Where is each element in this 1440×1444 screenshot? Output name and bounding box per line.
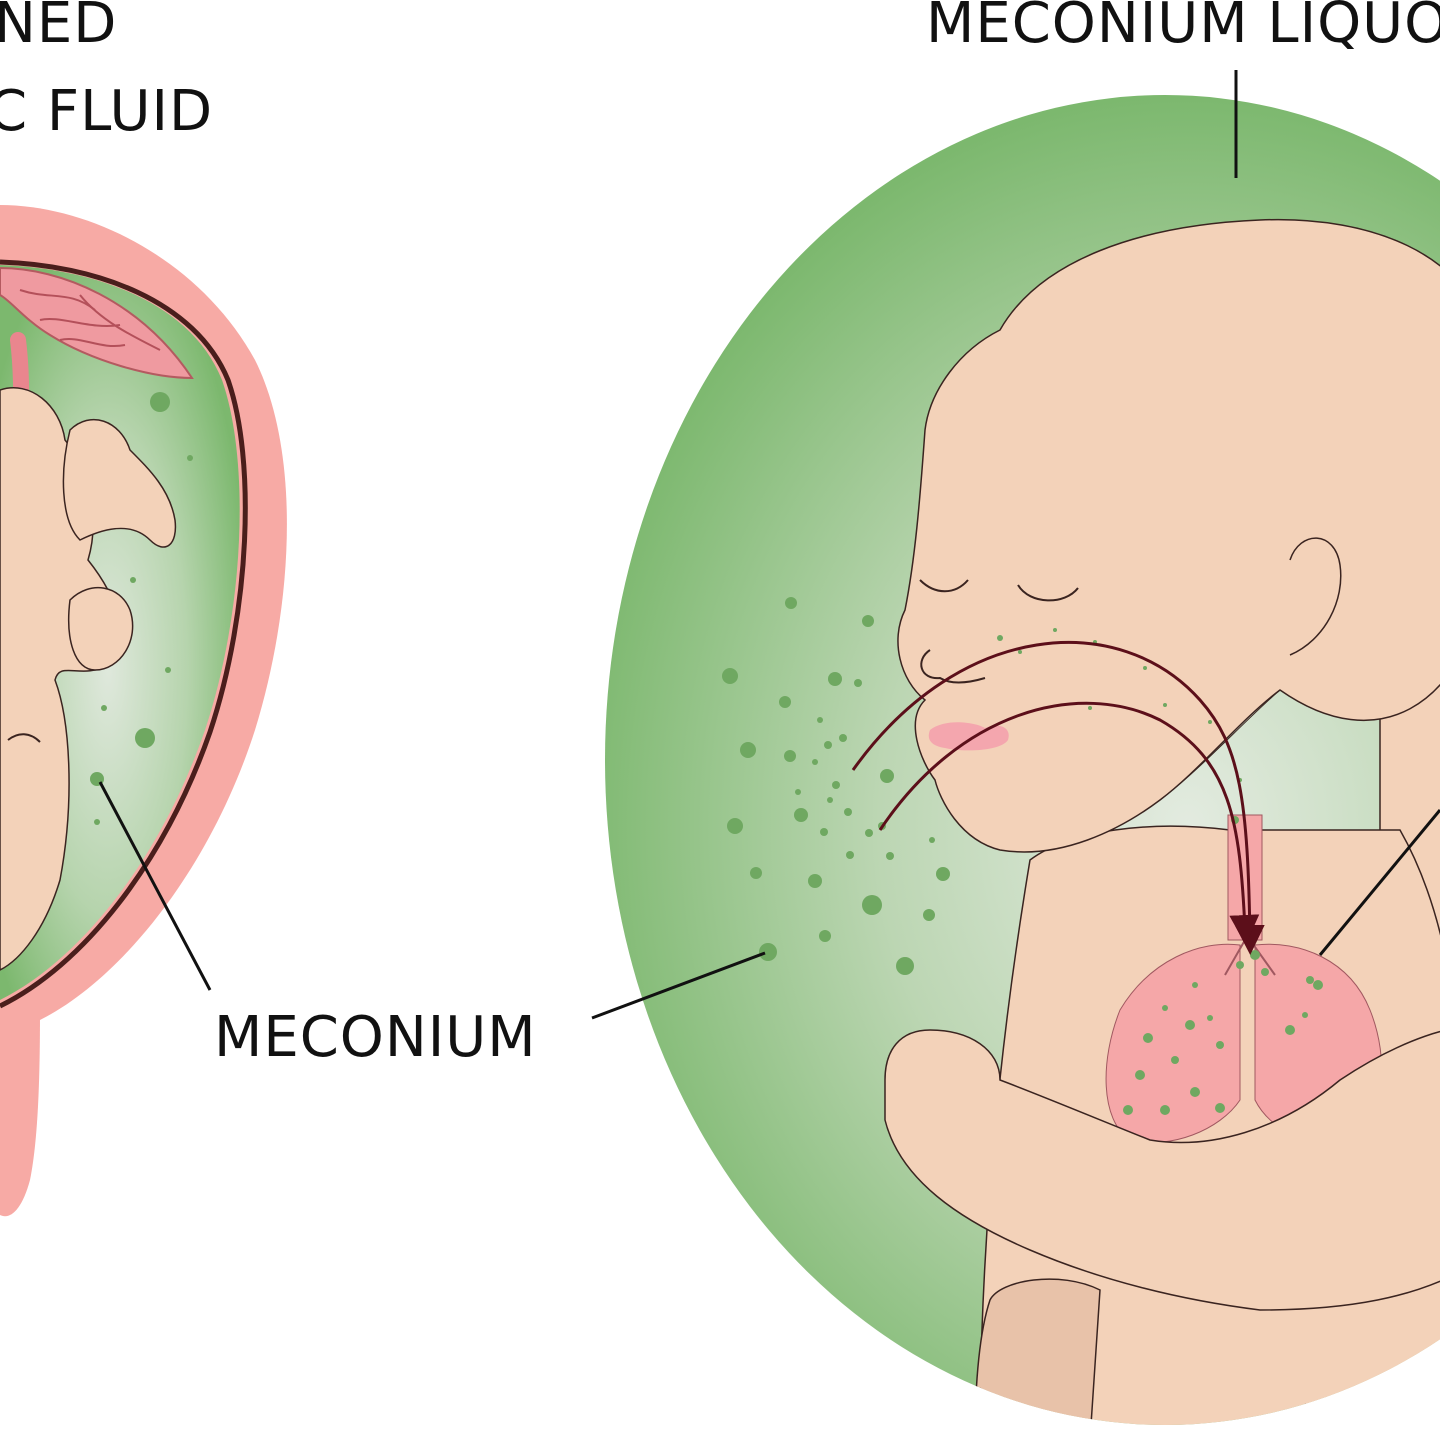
meconium-pointer-right <box>591 951 766 1020</box>
fetus-left-eye <box>7 733 41 743</box>
fetus-nose <box>920 649 986 684</box>
fetus-arm <box>884 1026 1440 1311</box>
lung-left <box>1105 943 1241 1144</box>
fetus-leg <box>974 1278 1101 1425</box>
meconium-particles-lungs <box>997 628 1323 1115</box>
fetus-left-hand <box>68 586 134 671</box>
placenta-vessels <box>19 289 161 351</box>
meconium-particles-left <box>90 392 193 825</box>
fetus-left-foot <box>62 419 177 548</box>
cervix <box>0 1010 40 1217</box>
fetus-lips <box>928 722 1009 751</box>
fetus-ear <box>1289 537 1342 656</box>
meconium-particles-right <box>722 597 950 975</box>
uterus-group <box>0 205 287 1217</box>
fetus-eye-left <box>919 579 969 593</box>
fetus-head <box>897 218 1440 853</box>
stained-fluid-label-line1: NED <box>0 0 118 56</box>
fetus-neck-line <box>1159 689 1281 801</box>
meconium-label: MECONIUM <box>214 1005 537 1070</box>
membrane-line <box>0 259 248 1009</box>
fetus-eye-right <box>1017 584 1079 602</box>
closeup-group <box>591 70 1440 1425</box>
lung-pointer <box>1318 809 1440 956</box>
stained-fluid-label-line2: C FLUID <box>0 79 214 144</box>
aspiration-arrow-upper <box>851 640 1265 955</box>
meconium-pointer-left <box>98 781 212 991</box>
meconium-liquor-label: MECONIUM LIQUO <box>926 0 1440 56</box>
aspiration-arrow-lower <box>878 701 1260 945</box>
